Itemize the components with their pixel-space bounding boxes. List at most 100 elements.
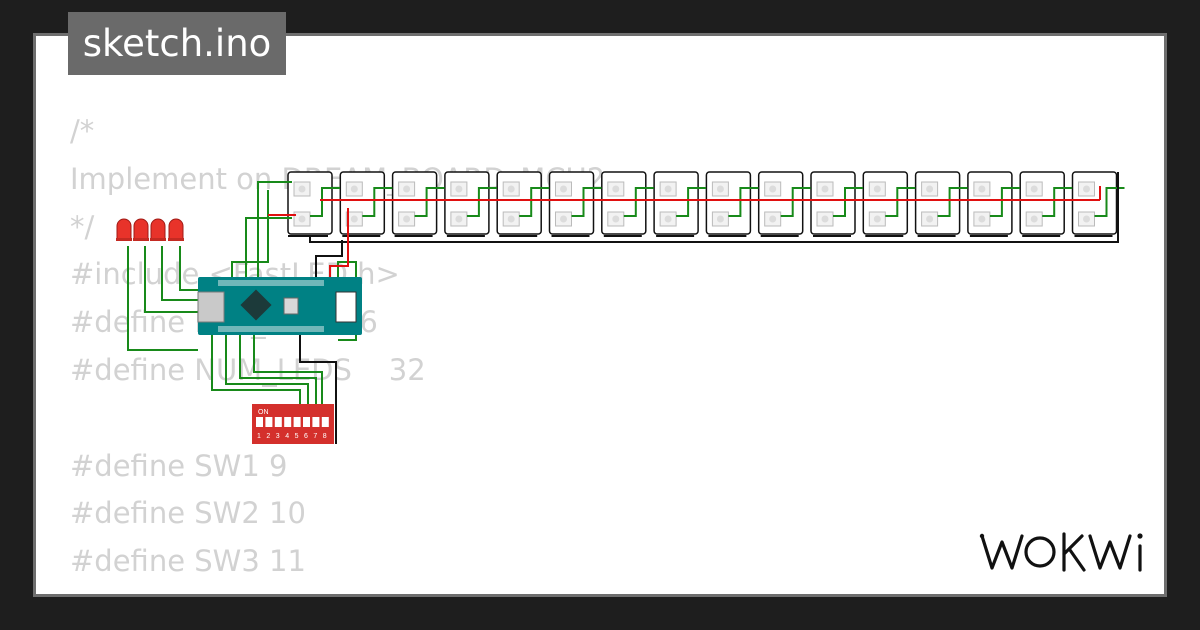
neopixel-strip [287, 171, 1118, 235]
code-line: #define SW3 11 [70, 544, 306, 579]
strip-data-wire [623, 187, 654, 217]
pixel-lens [350, 185, 358, 193]
pixel-lens [403, 215, 411, 223]
led-rim [116, 238, 132, 241]
pixel-lens [926, 185, 934, 193]
pixel-lens [1083, 215, 1090, 223]
circuit-wire [179, 246, 198, 291]
pixel-lens [821, 185, 829, 193]
led-rim [168, 238, 184, 241]
pixel-lens [664, 215, 672, 223]
pixel-lens [455, 215, 463, 223]
dip-number: 8 [323, 433, 327, 440]
code-line: */ [70, 209, 95, 244]
strip-data-wire [466, 187, 497, 217]
dip-key[interactable] [312, 417, 320, 427]
pixel-lens [455, 185, 463, 193]
dip-number: 7 [313, 433, 317, 440]
red-led-icon [150, 218, 166, 241]
dip-key[interactable] [265, 417, 273, 427]
dip-key[interactable] [274, 417, 282, 427]
nano-ground-wire [315, 240, 343, 277]
strip-data-wire [833, 187, 863, 217]
bottom-pin-row [218, 326, 324, 332]
pixel-lens [1030, 185, 1038, 193]
dip-number: 4 [285, 433, 289, 440]
dip-number: 3 [276, 433, 280, 440]
code-line: #define SW2 10 [70, 496, 306, 531]
dip-key[interactable] [284, 417, 292, 427]
pixel-lens [769, 215, 777, 223]
led-rim [150, 238, 166, 241]
microcontroller-icon [240, 289, 272, 321]
icsp-header [335, 291, 357, 323]
pixel-lens [716, 215, 724, 223]
pixel-lens [1083, 185, 1090, 193]
pixel-lens [298, 215, 306, 223]
pixel-lens [612, 215, 620, 223]
dip-key[interactable] [293, 417, 301, 427]
strip-data-wire [1094, 187, 1125, 217]
strip-ground-bus [288, 172, 1119, 243]
green-wires [127, 181, 1125, 442]
pixel-lens [716, 185, 724, 193]
red-led-icon [116, 218, 132, 241]
dip-number: 1 [257, 433, 261, 440]
dip-number: 6 [304, 433, 308, 440]
strip-data-wire [676, 187, 707, 217]
led-group [116, 218, 184, 241]
code-line: #define NUM_LEDS 32 [70, 352, 426, 387]
strip-data-wire [1042, 187, 1073, 217]
pixel-lens [926, 215, 934, 223]
pixel-lens [612, 185, 620, 193]
pixel-lens [1030, 215, 1038, 223]
circuit-wire [144, 246, 198, 313]
pixel-lens [403, 185, 411, 193]
strip-data-wire [414, 187, 445, 217]
strip-data-wire [310, 187, 340, 217]
dip-keys[interactable] [256, 417, 329, 427]
pixel-lens [978, 215, 986, 223]
strip-data-wire [571, 187, 602, 217]
arduino-nano[interactable] [197, 277, 362, 335]
code-line: /* [70, 114, 95, 148]
pixel-lens [350, 215, 358, 223]
wokwi-logo [979, 532, 1143, 572]
circuit-wire [245, 217, 292, 300]
pixel-lens [507, 215, 515, 223]
strip-data-wire [937, 187, 968, 217]
dip-ground-wire [299, 335, 337, 444]
red-led-icon [168, 218, 184, 241]
circuit-wire [257, 181, 292, 300]
nano-board [198, 277, 362, 335]
dip-number: 5 [295, 433, 299, 440]
circuit-wire [231, 190, 269, 277]
dip-key[interactable] [303, 417, 310, 427]
strip-data-wire [780, 187, 811, 217]
reset-button[interactable] [283, 297, 299, 315]
pixel-lens [560, 185, 567, 193]
dip-on-label: ON [258, 409, 269, 416]
black-wires [288, 172, 1119, 444]
strip-data-wire [728, 187, 759, 217]
code-line: #define SW4 12 [70, 586, 605, 594]
strip-data-wire [519, 187, 550, 217]
dip-key[interactable] [321, 417, 329, 427]
pixel-lens [507, 185, 515, 193]
code-snippet: /* Implement on DREAM_BOARD_MCU2 */ #inc… [70, 108, 605, 594]
file-tab[interactable]: sketch.ino [68, 12, 286, 75]
top-pin-row [218, 280, 324, 286]
usb-connector [197, 291, 225, 323]
strip-data-wire [885, 187, 916, 217]
circuit-wire [127, 246, 198, 351]
dip-number: 2 [266, 433, 270, 440]
red-led-icon [133, 218, 149, 241]
pixel-lens [298, 185, 306, 193]
pixel-lens [873, 215, 881, 223]
dip-key[interactable] [256, 417, 263, 427]
pixel-lens [769, 185, 777, 193]
code-line: #define SW1 9 [70, 448, 288, 483]
